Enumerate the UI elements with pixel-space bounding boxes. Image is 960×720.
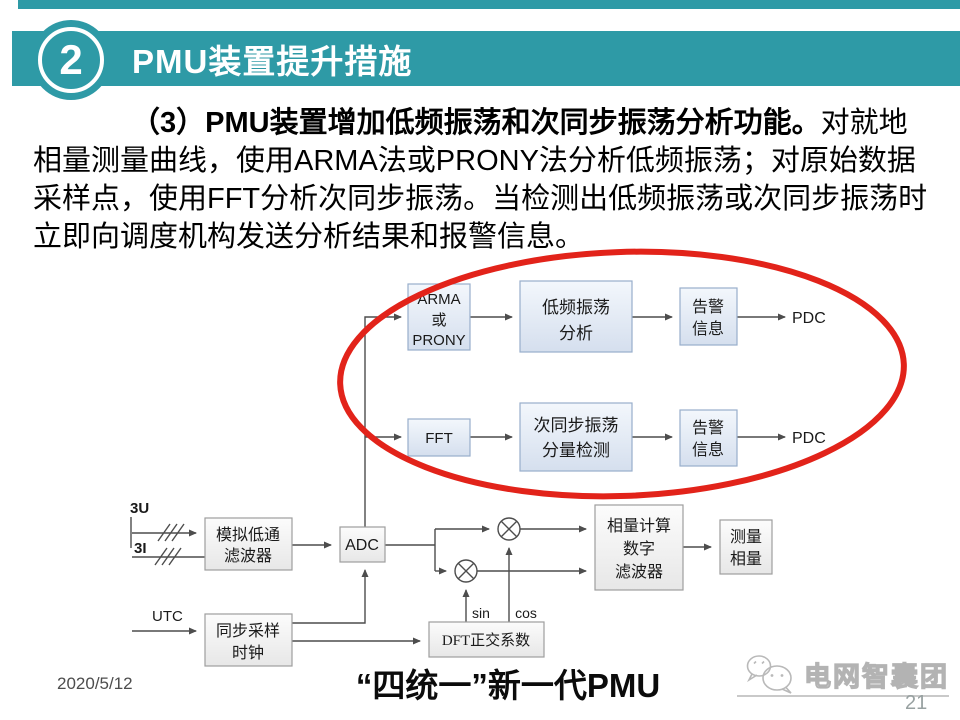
label-sin: sin: [472, 605, 490, 621]
box-label: 分析: [559, 324, 593, 343]
body-paragraph: （3）PMU装置增加低频振荡和次同步振荡分析功能。对就地相量测量曲线，使用ARM…: [33, 104, 931, 256]
brand-name: 电网智囊团: [803, 661, 949, 692]
box-rect: [519, 280, 633, 353]
box-sync-sampling-clock: 同步采样 时钟: [204, 613, 293, 667]
box-label: 信息: [692, 320, 724, 338]
box-rect: [679, 287, 738, 346]
multiplier-cross: [501, 521, 517, 537]
multiplier-sin-icon: [454, 559, 478, 583]
box-rect: [428, 621, 545, 658]
footer-caption: “四统一”新一代PMU: [355, 667, 661, 704]
label-pdc-top: PDC: [792, 310, 826, 327]
box-analog-lowpass-filter: 模拟低通 滤波器: [204, 517, 293, 571]
box-label: 信息: [692, 441, 724, 459]
section-number: 2: [59, 36, 83, 83]
box-dft-coefficients: DFT正交系数: [428, 621, 545, 658]
box-label: 数字: [623, 540, 655, 558]
highlight-ellipse: [337, 248, 907, 500]
box-label: FFT: [425, 430, 453, 447]
box-alarm-info-bottom: 告警 信息: [679, 409, 738, 467]
top-accent-strip: [18, 0, 960, 9]
brand-underline: [737, 695, 949, 697]
box-rect: [719, 519, 773, 575]
flow-connectors: [130, 313, 786, 645]
brand-logo-block: 电网智囊团: [743, 652, 949, 696]
page-title: PMU装置提升措施: [132, 42, 413, 80]
box-label: 相量计算: [607, 516, 671, 535]
box-rect: [407, 418, 471, 457]
header-bar: PMU装置提升措施: [12, 31, 960, 86]
hatch-line: [154, 547, 168, 566]
multiplier-cos-icon: [497, 517, 521, 541]
box-rect: [204, 517, 293, 571]
box-measured-phasor: 测量 相量: [719, 519, 773, 575]
box-rect: [594, 504, 684, 591]
connector-clock-to-adc: [292, 569, 369, 624]
box-label: 告警: [692, 298, 724, 316]
box-label: 滤波器: [224, 547, 272, 565]
slide-date: 2020/5/12: [57, 674, 133, 693]
box-rect: [339, 526, 386, 563]
section-number-badge: 2: [31, 20, 111, 100]
box-rect: [679, 409, 738, 467]
box-label: 相量: [730, 550, 762, 568]
box-label: DFT正交系数: [442, 631, 530, 649]
label-pdc-bottom: PDC: [792, 430, 826, 447]
box-subsync-oscillation-detection: 次同步振荡 分量检测: [519, 402, 633, 472]
box-label: 模拟低通: [216, 526, 280, 544]
label-3i: 3I: [134, 540, 147, 557]
box-label: PRONY: [412, 332, 465, 349]
box-rect: [204, 613, 293, 667]
body-rest-text: 对就地相量测量曲线，使用ARMA法或PRONY法分析低频振荡；对原始数据采样点，…: [33, 107, 928, 253]
box-label: ARMA: [417, 291, 460, 308]
label-3u: 3U: [130, 500, 149, 517]
connector-feed-to-arma: [364, 313, 402, 527]
box-label: 分量检测: [542, 441, 610, 460]
hatch-line: [171, 523, 185, 542]
box-label: ADC: [345, 537, 379, 554]
box-phasor-digital-filter: 相量计算 数字 滤波器: [594, 504, 684, 591]
box-label: 时钟: [232, 644, 264, 662]
wechat-bubbles-icon: [746, 655, 792, 694]
box-label: 滤波器: [615, 563, 663, 581]
box-rect: [519, 402, 633, 472]
box-fft: FFT: [407, 418, 471, 457]
box-low-freq-oscillation-analysis: 低频振荡 分析: [519, 280, 633, 353]
multiplier-cross: [458, 563, 474, 579]
label-cos: cos: [515, 605, 537, 621]
box-adc: ADC: [339, 526, 386, 563]
body-lead-sentence: （3）PMU装置增加低频振荡和次同步振荡分析功能。: [131, 107, 821, 139]
box-alarm-info-top: 告警 信息: [679, 287, 738, 346]
box-label: 测量: [730, 528, 762, 546]
box-label: 次同步振荡: [534, 416, 619, 435]
badge-ring: [38, 27, 104, 93]
box-label: 低频振荡: [542, 298, 610, 317]
box-label: 或: [431, 312, 446, 329]
page-number: 21: [905, 692, 928, 714]
box-label: 同步采样: [216, 622, 280, 640]
hatch-line: [157, 523, 171, 542]
label-utc: UTC: [152, 608, 183, 625]
box-label: 告警: [692, 419, 724, 437]
hatch-line: [164, 523, 178, 542]
hatch-marks: [154, 523, 185, 566]
hatch-line: [168, 547, 182, 566]
hatch-line: [161, 547, 175, 566]
